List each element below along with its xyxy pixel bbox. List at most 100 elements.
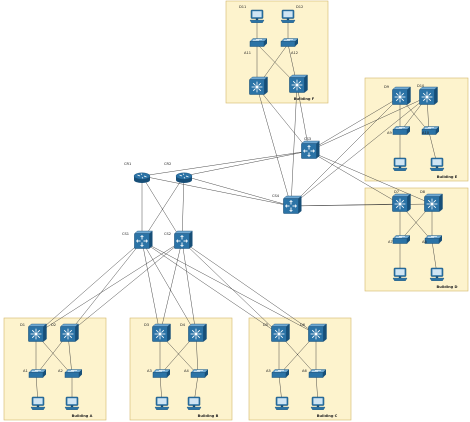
link-cr1-cs2: [141, 175, 183, 242]
device-label: D8: [420, 190, 426, 194]
device-d11: D11: [239, 5, 265, 23]
multilayer-switch-icon: [391, 86, 412, 105]
device-label: D10: [417, 84, 425, 88]
device-a4: A4: [184, 369, 209, 378]
device-a1: A1: [23, 369, 47, 378]
device-a7: A7: [388, 235, 411, 244]
device-d-pc1: [392, 267, 408, 281]
multilayer-switch-icon: [288, 74, 309, 93]
pc-icon: [392, 267, 408, 281]
device-label: A4: [184, 369, 189, 373]
link-cs1-d2: [67, 240, 143, 335]
core-switch-icon: [300, 140, 321, 159]
building-f: Building F: [225, 0, 329, 104]
link-cs2-d1: [35, 240, 183, 335]
building-c: Building C: [248, 317, 352, 421]
link-cr2-cs3: [183, 150, 310, 177]
device-label: A7: [388, 240, 393, 244]
device-label: D11: [239, 5, 246, 9]
device-d-pc2: [429, 267, 445, 281]
building-d: Building D: [364, 187, 469, 292]
pc-icon: [30, 396, 46, 410]
device-cr1: CR1: [124, 162, 151, 183]
building-label: Building D: [437, 285, 458, 289]
link-cs2-d2: [67, 240, 183, 335]
device-label: CR1: [124, 162, 131, 166]
building-label: Building E: [437, 175, 458, 179]
device-label: D2: [51, 323, 56, 327]
pc-icon: [429, 157, 445, 171]
device-d12: D12: [280, 5, 303, 23]
device-a-pc1: [30, 396, 46, 410]
pc-icon: [154, 396, 170, 410]
pc-icon: [429, 267, 445, 281]
device-a8: A8: [422, 235, 443, 244]
device-a5: A5: [266, 369, 290, 378]
building-e: Building E: [364, 77, 469, 182]
building-area: [225, 0, 329, 104]
device-d8: D8: [420, 190, 444, 212]
link-cs2-d6: [181, 240, 317, 335]
link-e10-cs4: [290, 96, 428, 207]
device-a11: A11: [244, 38, 268, 55]
link-d7-cs3: [308, 150, 401, 205]
device-c-pc1: [274, 396, 290, 410]
access-switch-icon: [28, 369, 47, 378]
building-label: Building C: [317, 414, 338, 418]
device-d3: D3: [144, 323, 172, 342]
access-switch-icon: [308, 369, 327, 378]
link-cs1-d4: [141, 240, 197, 335]
link-e9-cs3: [308, 96, 401, 152]
device-label: D12: [296, 5, 303, 9]
link-f-l3-2-cs4: [290, 84, 298, 207]
device-a2: A2: [58, 369, 83, 378]
access-switch-icon: [249, 38, 268, 47]
device-a12: A12: [280, 38, 299, 55]
multilayer-switch-icon: [423, 193, 444, 212]
device-label: D4: [180, 323, 186, 327]
device-f-l3-1: [248, 76, 269, 95]
links-layer: [35, 16, 438, 404]
device-e-pc2: [429, 157, 445, 171]
access-switch-icon: [392, 235, 411, 244]
core-switch-icon: [282, 195, 303, 214]
link-f-l3-1-cs3: [256, 86, 310, 152]
router-icon: [175, 172, 193, 183]
device-cs4: CS4: [272, 194, 303, 214]
device-label: CS4: [272, 194, 280, 198]
device-label: A11: [244, 51, 251, 55]
device-f-l3-2: [288, 74, 309, 93]
device-label: D9: [384, 85, 390, 89]
device-e10: D10: [417, 84, 439, 105]
multilayer-switch-icon: [27, 323, 48, 342]
device-cs3: CS3: [300, 137, 321, 159]
link-e10-cs3: [308, 96, 428, 152]
multilayer-switch-icon: [418, 86, 439, 105]
device-d1: D1: [20, 323, 48, 342]
device-e9: D9: [384, 85, 412, 105]
device-b-pc2: [186, 396, 202, 410]
pc-icon: [186, 396, 202, 410]
access-switch-icon: [421, 126, 440, 135]
pc-icon: [64, 396, 80, 410]
device-label: A5: [266, 369, 271, 373]
access-switch-icon: [152, 369, 171, 378]
device-a10: A10: [421, 126, 440, 135]
device-label: CR2: [164, 162, 171, 166]
link-cs1-d3: [141, 240, 161, 335]
device-b-pc1: [154, 396, 170, 410]
device-label: A2: [58, 369, 63, 373]
device-d5: D5: [263, 323, 291, 342]
building-area: [3, 317, 107, 421]
device-a6: A6: [302, 369, 327, 378]
device-label: A1: [23, 369, 28, 373]
link-e9-cs4: [290, 96, 401, 207]
device-e-pc1: [392, 157, 408, 171]
access-switch-icon: [271, 369, 290, 378]
device-label: D7: [394, 190, 399, 194]
device-label: D5: [263, 323, 268, 327]
link-cr2-cs1: [141, 175, 185, 242]
pc-icon: [249, 9, 265, 23]
access-switch-icon: [190, 369, 209, 378]
